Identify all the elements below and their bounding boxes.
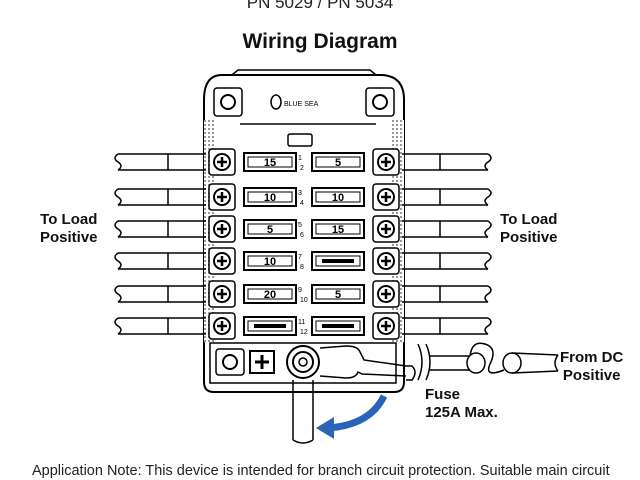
fuse-position-label: 1 <box>298 155 302 162</box>
fuse-position-label: 12 <box>300 329 308 336</box>
fuse-rating: 15 <box>332 224 344 236</box>
right-load-line-1: To Load <box>500 211 558 228</box>
dc-source-line-1: From DC <box>560 349 624 366</box>
fuse-rating: 5 <box>335 289 341 301</box>
fuse-rating: 5 <box>267 224 273 236</box>
fuse-position-label: 4 <box>300 200 304 207</box>
fuse-row: 20 9 5 10 <box>114 280 492 308</box>
diagram-title: Wiring Diagram <box>242 30 398 53</box>
fuse-position-label: 6 <box>300 232 304 239</box>
fuse-row: 5 5 15 6 <box>114 215 492 243</box>
right-load-line-2: Positive <box>500 229 558 246</box>
left-load-label: To Load Positive <box>40 211 98 247</box>
fuse-icon <box>469 342 505 374</box>
fuse-position-label: 9 <box>298 287 302 294</box>
fuse-label: Fuse 125A Max. <box>425 386 498 422</box>
fuse-position-label: 10 <box>300 297 308 304</box>
bus-bar <box>209 342 407 444</box>
fuse-rating: 5 <box>335 157 341 169</box>
fuse-position-label: 8 <box>300 264 304 271</box>
right-load-label: To Load Positive <box>500 211 558 247</box>
fuse-row: 10 3 10 4 <box>114 183 492 211</box>
fuse-rating: 10 <box>264 256 276 268</box>
fuse-position-label: 2 <box>300 165 304 172</box>
fuse-position-label: 11 <box>298 319 305 326</box>
part-numbers: PN 5029 / PN 5034 <box>246 0 394 12</box>
fuse-rating: 10 <box>264 192 276 204</box>
dc-source-line-2: Positive <box>562 367 621 384</box>
fuse-rating: 15 <box>264 157 276 169</box>
rotation-arrow-icon <box>327 394 388 432</box>
fuse-position-label: 3 <box>298 190 302 197</box>
dc-source-label: From DC Positive <box>560 349 623 385</box>
fuse-line-2: 125A Max. <box>425 404 498 421</box>
fuse-row: 10 7 8 <box>114 247 492 275</box>
left-load-line-1: To Load <box>40 211 98 228</box>
application-note: Application Note: This device is intende… <box>32 463 610 479</box>
fuse-line-1: Fuse <box>425 386 461 403</box>
fuse-rating: 20 <box>264 289 276 301</box>
left-load-line-2: Positive <box>40 229 98 246</box>
brand-logo: BLUE SEA <box>270 94 319 110</box>
main-feed-cable <box>406 342 559 381</box>
brand-text: BLUE SEA <box>284 101 319 108</box>
fuse-rating: 10 <box>332 192 344 204</box>
fuse-position-label: 7 <box>298 254 302 261</box>
fuse-position-label: 5 <box>298 222 302 229</box>
